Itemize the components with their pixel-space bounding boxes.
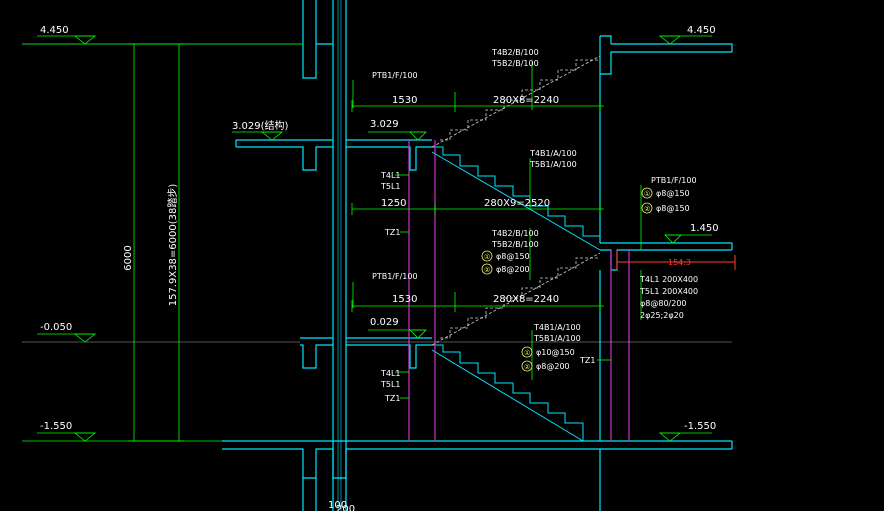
beam-spec-2: T5L1 200X400 (639, 287, 698, 296)
circle-r2: ② (644, 205, 650, 213)
level-lower-landing: 0.029 (370, 317, 399, 328)
rebar-l1: φ10@150 (536, 348, 575, 357)
label-t4l1-upper: T4L1 (380, 171, 401, 180)
label-tz1-right: TZ1 (579, 356, 595, 365)
label-t5l1-upper: T5L1 (380, 182, 401, 191)
label-t4b2-upper: T4B2/B/100 (491, 48, 539, 57)
level-bottom-left: -1.550 (40, 421, 72, 432)
label-ptb-upper: PTB1/F/100 (372, 71, 418, 80)
dim-upper-landing: 1530 (392, 95, 417, 106)
dashed-stairs (431, 55, 601, 346)
rebar-r2: φ8@150 (656, 204, 690, 213)
text-layer: 4.450 4.450 -0.050 -1.550 -1.550 1.450 3… (40, 25, 719, 511)
beam-spec-1: T4L1 200X400 (639, 275, 698, 284)
label-t5b1-lower: T5B1/A/100 (533, 334, 581, 343)
label-t4b1-upper: T4B1/A/100 (529, 149, 577, 158)
dimension-lines (22, 35, 712, 442)
circle-l2: ② (524, 363, 530, 371)
stair-flights (431, 146, 601, 442)
dim-mid-flight: 280X9=2520 (484, 198, 550, 209)
dim-lower-landing: 1530 (392, 294, 417, 305)
label-ptb-right: PTB1/F/100 (651, 176, 697, 185)
tz1-columns (408, 140, 630, 441)
circle-l1: ① (524, 349, 530, 357)
label-t5b2-upper: T5B2/B/100 (491, 59, 539, 68)
beam-spec-3: φ8@80/200 (640, 299, 687, 308)
label-tz1-upper: TZ1 (384, 228, 400, 237)
label-t5b2-lower: T5B2/B/100 (491, 240, 539, 249)
level-upper-landing: 3.029 (370, 119, 399, 130)
label-t4b1-lower: T4B1/A/100 (533, 323, 581, 332)
beam-spec-4: 2φ25;2φ20 (640, 311, 684, 320)
label-t5l1-lower: T5L1 (380, 380, 401, 389)
dim-col-b: 200 (336, 504, 355, 511)
rebar-r1: φ8@150 (656, 189, 690, 198)
dim-mid-landing: 1250 (381, 198, 406, 209)
dim-col-a: 100 (328, 500, 347, 511)
label-tz1-lower: TZ1 (384, 394, 400, 403)
level-top-left: 4.450 (40, 25, 69, 36)
circle-r1: ① (644, 190, 650, 198)
label-t4l1-lower: T4L1 (380, 369, 401, 378)
circle-markers (481, 187, 653, 372)
dim-total-height: 6000 (123, 245, 134, 270)
beam-level-note: 3.029(结构) (232, 119, 289, 132)
rebar-l2: φ8@200 (536, 362, 570, 371)
rebar-m2: φ8@200 (496, 265, 530, 274)
label-t5b1-upper: T5B1/A/100 (529, 160, 577, 169)
level-top-right: 4.450 (687, 25, 716, 36)
label-t4b2-lower: T4B2/B/100 (491, 229, 539, 238)
level-landing-right: 1.450 (690, 223, 719, 234)
circle-m2: ② (484, 266, 490, 274)
label-ptb-lower: PTB1/F/100 (372, 272, 418, 281)
rebar-m1: φ8@150 (496, 252, 530, 261)
structure-lines (22, 0, 733, 511)
dim-red: 154.3 (668, 258, 691, 267)
dim-lower-flight: 280X8=2240 (493, 294, 559, 305)
dim-upper-flight: 280X8=2240 (493, 95, 559, 106)
circle-m1: ① (484, 253, 490, 261)
red-dimension (616, 250, 736, 270)
level-neg0050: -0.050 (40, 322, 72, 333)
dim-riser-total: 157.9X38=6000(38踏步) (166, 184, 179, 307)
level-bottom-right: -1.550 (684, 421, 716, 432)
